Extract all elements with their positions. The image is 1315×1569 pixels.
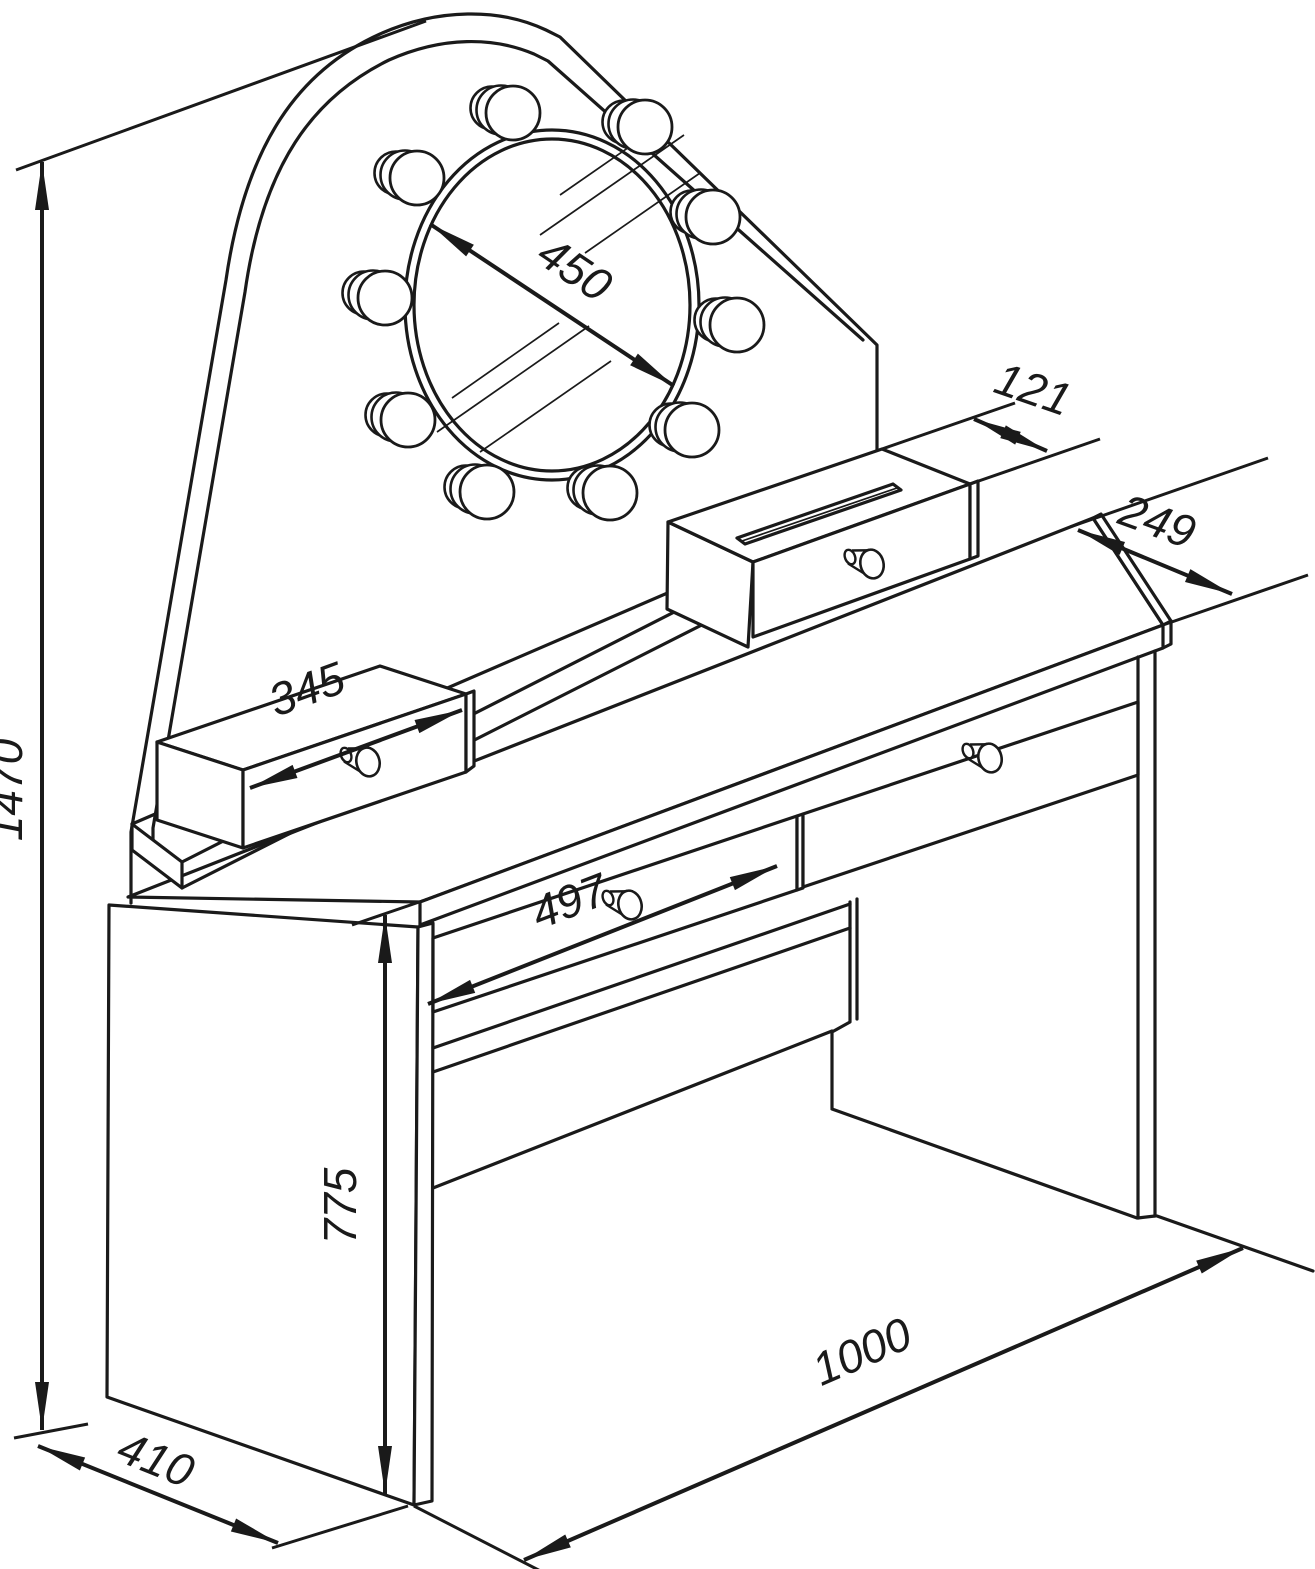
dimension-label-worktop-height: 775 xyxy=(314,1167,366,1244)
light-bulb xyxy=(566,464,639,522)
right-side-panel xyxy=(1136,649,1315,1273)
dimension-table-width: 1000 xyxy=(413,1246,1244,1569)
dimension-label-total-height: 1470 xyxy=(0,738,32,841)
pedestal-edge xyxy=(830,900,852,1110)
left-side-panel xyxy=(105,903,420,1507)
dimension-label-base-depth: 410 xyxy=(111,1421,202,1498)
dimension-label-table-width: 1000 xyxy=(804,1307,919,1396)
light-bulb xyxy=(373,149,446,207)
dimension-total-height: 1470 xyxy=(0,19,427,1440)
dimension-label-tabletop-end-depth: 249 xyxy=(1112,483,1203,558)
back-panel xyxy=(129,12,879,905)
dimension-worktop-height: 775 xyxy=(314,897,429,1494)
light-bulb xyxy=(648,401,721,459)
light-bulb xyxy=(443,463,516,521)
light-bulb xyxy=(364,391,437,449)
light-bulb xyxy=(341,269,414,327)
dimension-label-top-drawer-depth: 121 xyxy=(988,352,1077,426)
light-bulb xyxy=(469,84,542,142)
light-bulb xyxy=(693,296,766,354)
